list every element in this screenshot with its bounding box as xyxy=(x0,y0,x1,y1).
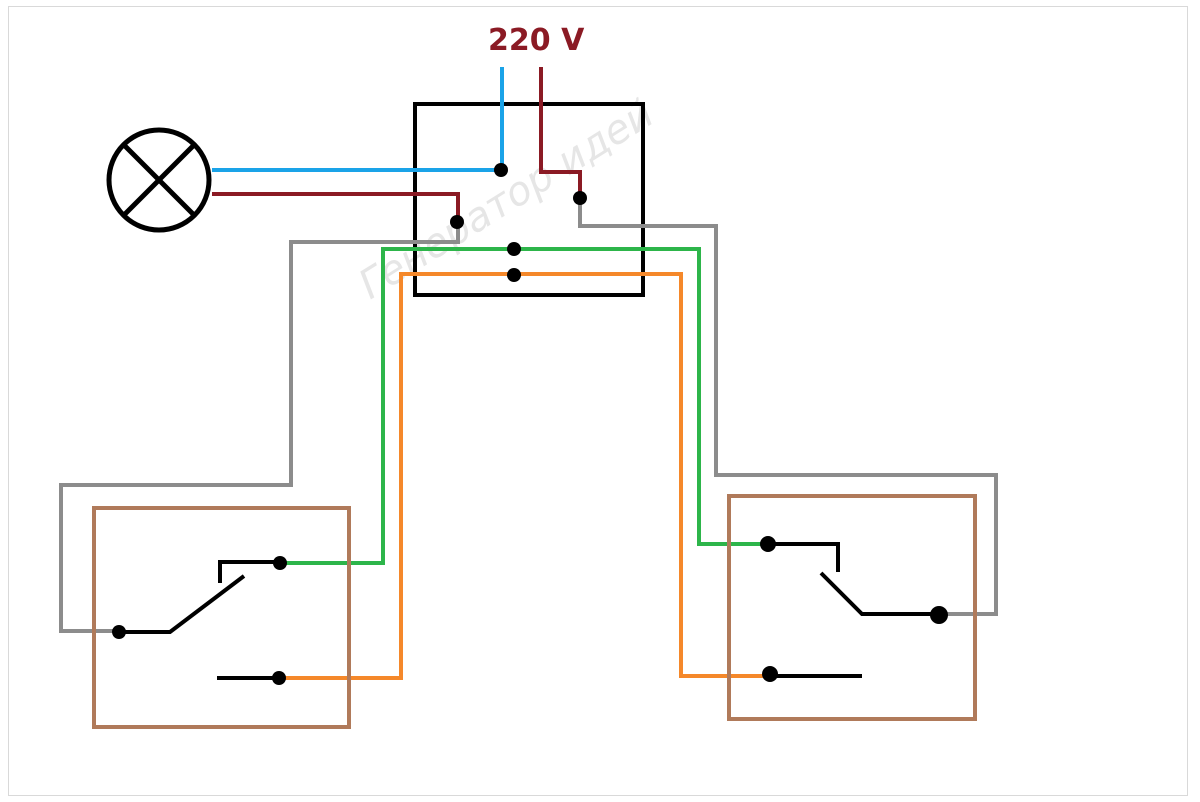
terminal-dot-icon xyxy=(450,215,464,229)
left-switch-box xyxy=(92,506,351,729)
wire-phase-lamp xyxy=(212,192,460,222)
junction-box xyxy=(413,102,645,297)
wire-right-switch-common xyxy=(578,198,998,616)
switch-lever-icon xyxy=(119,560,280,680)
wire-traveler-orange-left xyxy=(279,272,514,680)
terminal-dot-icon xyxy=(573,191,587,205)
terminal-dot-icon xyxy=(273,556,287,570)
terminal-dot-icon xyxy=(494,163,508,177)
wire-traveler-green-left xyxy=(280,247,514,565)
terminal-dot-icon xyxy=(507,242,521,256)
diagram-frame xyxy=(8,6,1188,796)
terminal-dot-icon xyxy=(762,666,778,682)
terminal-dots xyxy=(112,163,948,685)
lamp-icon xyxy=(106,127,212,233)
terminal-dot-icon xyxy=(930,606,948,624)
switch-lever-icon xyxy=(768,542,938,678)
wire-left-switch-common xyxy=(59,222,460,633)
wire-traveler-green-right xyxy=(514,247,768,546)
terminal-dot-icon xyxy=(112,625,126,639)
terminal-dot-icon xyxy=(760,536,776,552)
right-switch-box xyxy=(727,494,977,721)
wire-traveler-orange-right xyxy=(514,272,770,678)
terminal-dot-icon xyxy=(507,268,521,282)
terminal-dot-icon xyxy=(272,671,286,685)
supply-voltage-label: 220 V xyxy=(488,23,585,58)
wire-phase-supply xyxy=(539,67,582,198)
